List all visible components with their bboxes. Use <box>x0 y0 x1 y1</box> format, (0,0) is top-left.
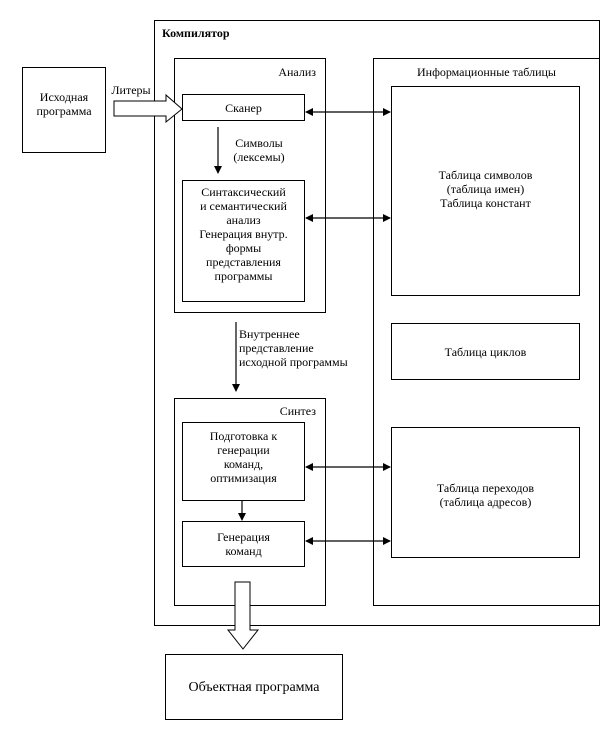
jump-table-label: Таблица переходов (таблица адресов) <box>436 481 535 509</box>
prep-label: Подготовка к генерации команд, оптимизац… <box>209 429 278 485</box>
object-program-label: Объектная программа <box>188 680 320 695</box>
codegen-box <box>182 521 305 567</box>
parser-box <box>182 180 305 302</box>
symbol-table-label: Таблица символов (таблица имен) Таблица … <box>438 168 533 210</box>
object-program-box <box>165 654 343 720</box>
source-program-box <box>22 67 106 153</box>
scanner-box <box>182 94 305 121</box>
analysis-title: Анализ <box>278 65 316 79</box>
parser-label: Синтаксический и семантический анализ Ге… <box>199 185 288 283</box>
compiler-title: Компилятор <box>162 26 230 40</box>
synthesis-title: Синтез <box>279 404 316 418</box>
loop-table-label: Таблица циклов <box>444 345 527 359</box>
codegen-label: Генерация команд <box>217 530 270 558</box>
prep-box <box>182 422 305 501</box>
literals-arrow <box>113 93 183 124</box>
source-program-label: Исходная программа <box>36 90 92 118</box>
loop-table-box <box>391 323 580 380</box>
output-arrow <box>226 581 260 650</box>
internal-representation-label: Внутреннее представление исходной програ… <box>239 327 348 369</box>
jump-table-box <box>391 427 580 558</box>
tokens-label: Символы (лексемы) <box>233 136 285 164</box>
tables-title: Информационные таблицы <box>416 65 556 79</box>
symbol-table-box <box>391 86 580 296</box>
scanner-label: Сканер <box>225 101 262 115</box>
literals-label: Литеры <box>111 83 151 97</box>
